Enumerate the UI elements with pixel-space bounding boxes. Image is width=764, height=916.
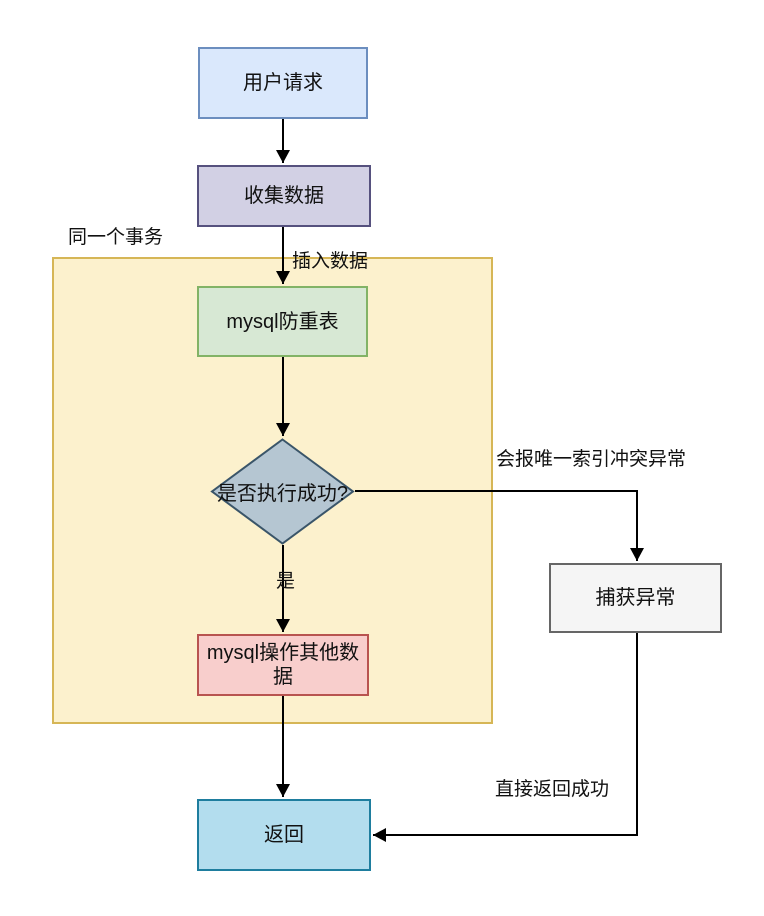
node-collect-data: 收集数据 [197,165,371,227]
node-other-data: mysql操作其他数据 [197,634,369,696]
transaction-group-label: 同一个事务 [68,227,164,248]
node-user-request-label: 用户请求 [243,72,323,94]
edge-label-unique-conflict: 会报唯一索引冲突异常 [496,449,687,470]
decision-diamond-shape [210,438,355,545]
edge-label-return-success: 直接返回成功 [495,779,610,800]
edge-label-yes: 是 [276,571,296,592]
node-user-request: 用户请求 [198,47,368,119]
edge-decision-to-catch [355,490,644,561]
edge-catch-to-return [373,633,638,842]
node-decision: 是否执行成功? [210,438,355,545]
node-decision-label: 是否执行成功? [216,483,349,505]
node-collect-data-label: 收集数据 [244,185,324,207]
decision-diamond-polygon [210,438,355,545]
node-return-label: 返回 [264,824,304,846]
node-catch-exception: 捕获异常 [549,563,722,633]
node-other-data-label: mysql操作其他数据 [206,642,360,688]
node-dedupe-table-label: mysql防重表 [226,310,339,333]
node-dedupe-table: mysql防重表 [197,286,368,357]
edge-label-insert-data: 插入数据 [292,251,369,272]
node-return: 返回 [197,799,371,871]
node-catch-exception-label: 捕获异常 [595,587,676,609]
